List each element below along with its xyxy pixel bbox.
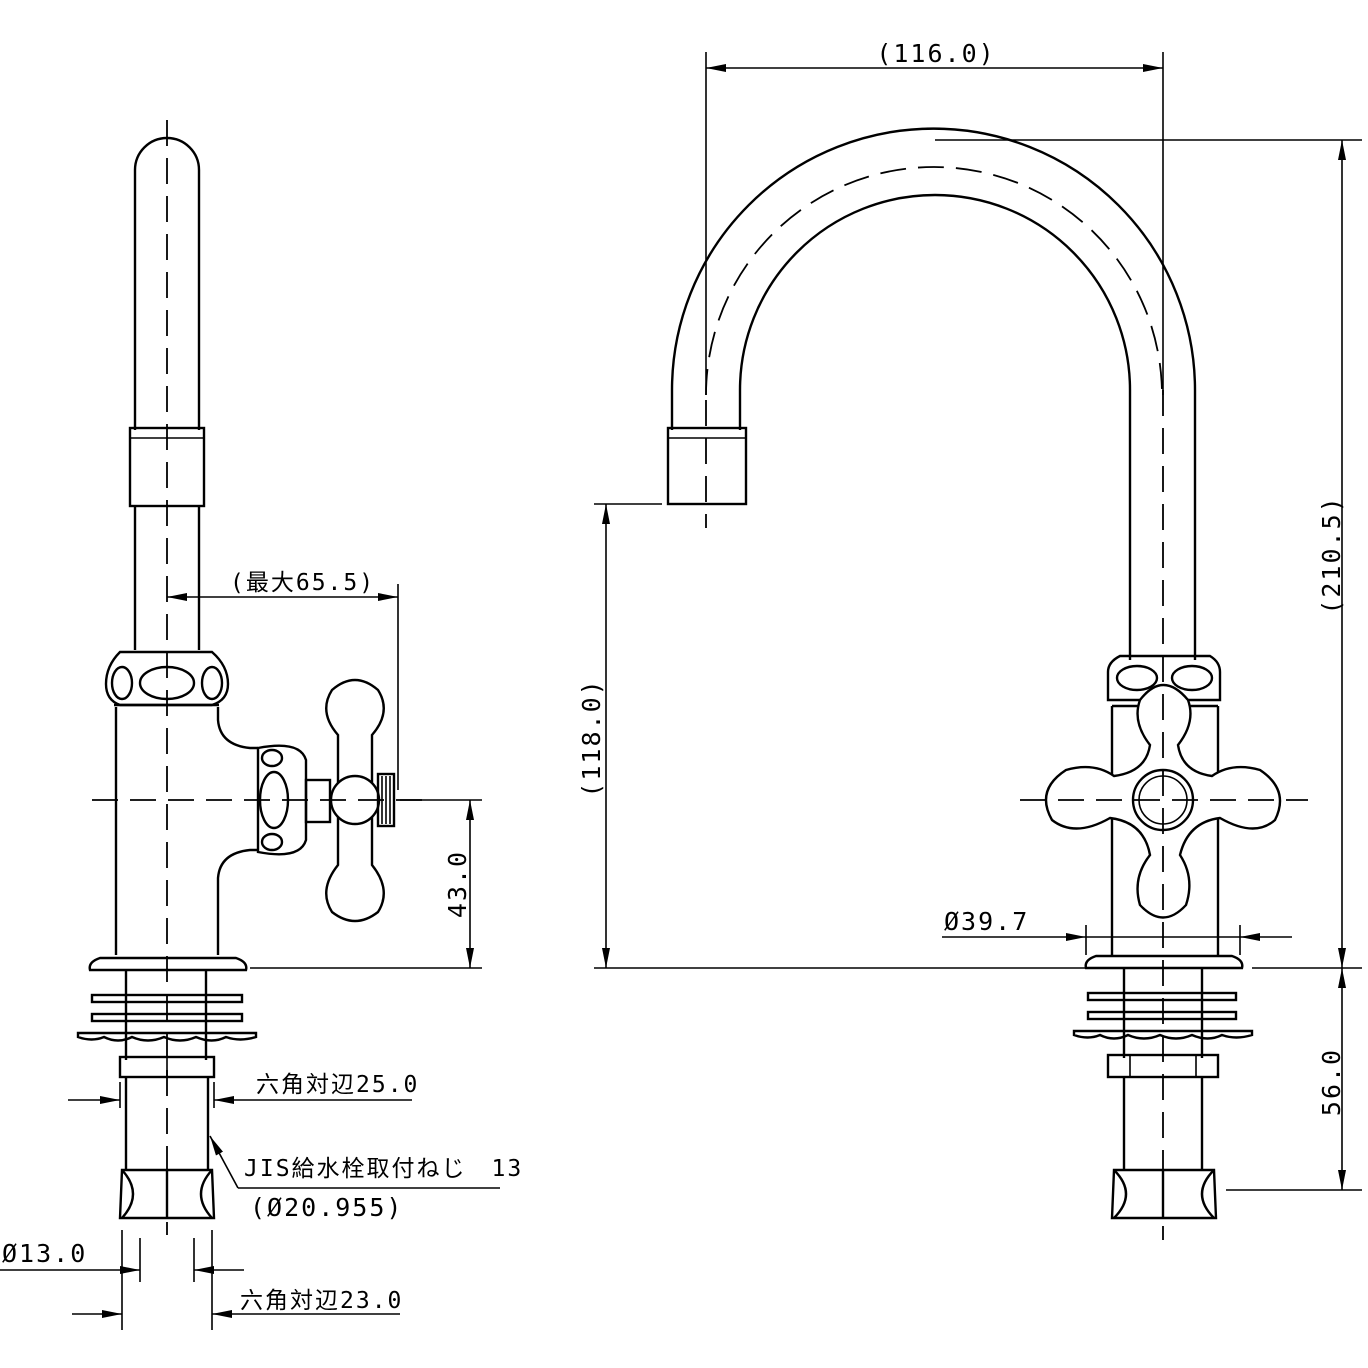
dimension-lines: [0, 52, 1362, 1330]
dim-hex-nut-upper: 六角対辺25.0: [256, 1072, 419, 1098]
front-view: [666, 127, 1308, 1240]
dim-spout-height: (118.0): [577, 678, 606, 797]
dim-hex-nut-lower: 六角対辺23.0: [240, 1288, 403, 1314]
dim-shank-length: 56.0: [1317, 1048, 1346, 1116]
dim-handle-height: 43.0: [443, 850, 472, 918]
dim-thread-spec: JIS給水栓取付ねじ 13: [244, 1156, 523, 1182]
dim-total-height: (210.5): [1317, 495, 1346, 614]
dim-thread-diameter: (Ø20.955): [250, 1193, 403, 1222]
side-view: [76, 120, 430, 1235]
dim-flange-diameter: Ø39.7: [944, 907, 1029, 936]
dim-reach-width: (116.0): [876, 39, 995, 68]
dim-max-handle: (最大65.5): [230, 570, 375, 596]
dim-pipe-diameter: Ø13.0: [2, 1239, 87, 1268]
